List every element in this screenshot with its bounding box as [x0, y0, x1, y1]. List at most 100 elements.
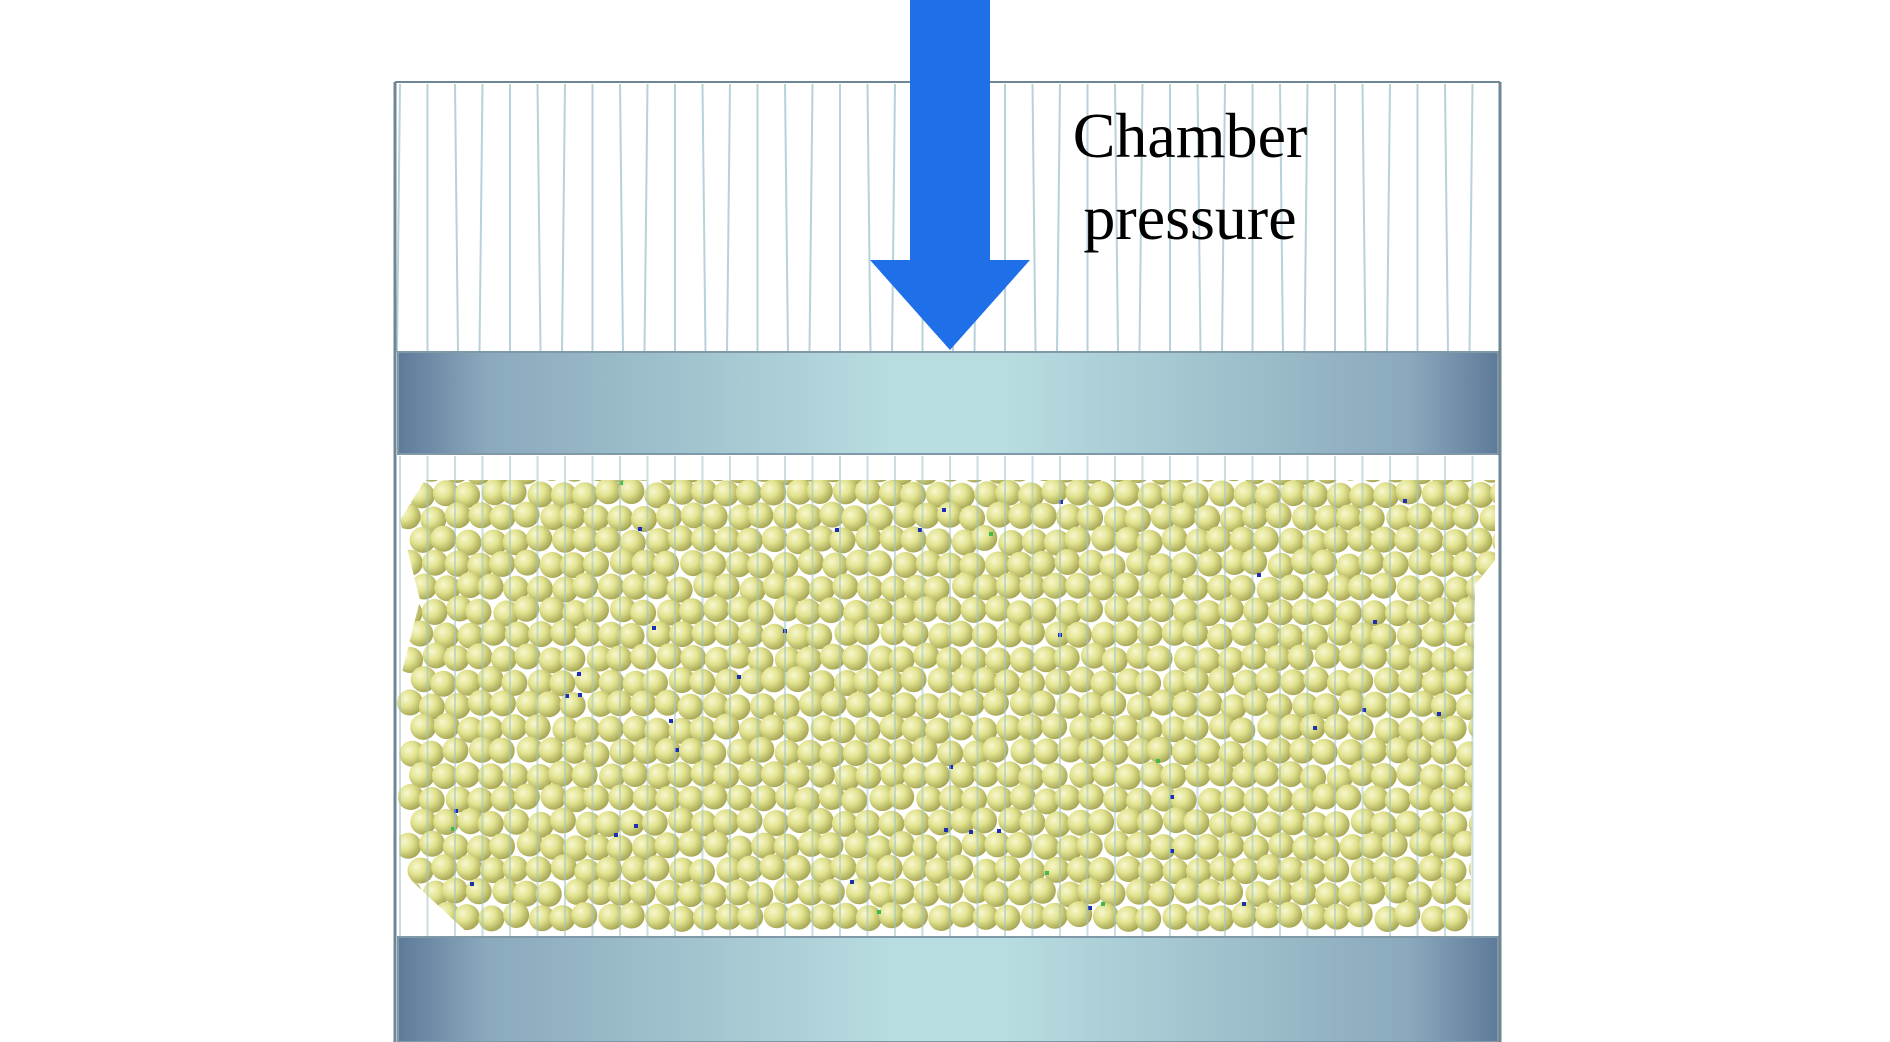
particle: [549, 905, 576, 932]
particle: [1291, 599, 1318, 625]
particle: [1029, 550, 1056, 577]
particle: [1405, 881, 1432, 908]
particle: [632, 784, 659, 811]
particle: [692, 904, 719, 931]
particle: [550, 619, 577, 646]
particle: [1374, 717, 1401, 744]
particle: [409, 526, 436, 553]
particle: [747, 647, 774, 674]
particle: [1358, 505, 1385, 531]
particle: [702, 692, 729, 719]
particle: [418, 740, 444, 767]
particle: [1170, 787, 1197, 814]
particle: [1057, 736, 1084, 763]
particle: [540, 833, 567, 860]
particle: [901, 715, 928, 742]
particle: [818, 597, 845, 624]
particle: [489, 551, 515, 577]
wall-line: [891, 83, 896, 353]
label-line-1: Chamber: [1072, 100, 1308, 171]
particle: [1018, 764, 1045, 791]
particle: [678, 785, 704, 812]
particle: [1208, 667, 1235, 694]
particle: [1182, 482, 1209, 509]
particle: [1009, 690, 1036, 717]
particle: [595, 480, 622, 505]
particle: [630, 599, 657, 626]
particle: [868, 645, 895, 672]
particle: [1338, 881, 1365, 908]
contact-dot: [850, 880, 854, 884]
particle: [878, 902, 905, 929]
particle: [715, 903, 742, 930]
particle: [587, 690, 614, 717]
particle: [925, 481, 952, 508]
particle: [1126, 831, 1153, 858]
particle: [891, 597, 918, 624]
particle: [500, 480, 527, 505]
particle: [1265, 502, 1292, 529]
particle: [1374, 906, 1401, 932]
particle: [1112, 715, 1139, 742]
particle: [1452, 785, 1479, 812]
particle: [1515, 904, 1541, 930]
particle: [445, 786, 472, 813]
particle: [913, 502, 940, 529]
particle: [1243, 597, 1269, 624]
particle: [1278, 713, 1305, 740]
particle: [608, 784, 635, 811]
particle: [457, 808, 484, 835]
particle: [832, 902, 859, 929]
particle: [630, 690, 657, 717]
particle: [879, 713, 906, 740]
particle: [455, 529, 482, 556]
particle: [1393, 856, 1420, 883]
particle: [1194, 737, 1221, 764]
particle: [748, 736, 775, 763]
particle: [1279, 809, 1306, 836]
particle: [1503, 880, 1529, 906]
particle: [1257, 713, 1284, 740]
contact-dot: [1313, 726, 1317, 730]
particle: [774, 646, 801, 673]
particle: [1406, 738, 1433, 765]
particle: [1455, 879, 1482, 905]
particle: [562, 600, 589, 627]
particle: [961, 786, 987, 813]
particle: [928, 622, 955, 649]
particle: [1079, 480, 1106, 484]
wall-line: [1303, 83, 1309, 353]
particle: [489, 504, 516, 531]
particle: [491, 480, 518, 483]
particle: [1335, 784, 1362, 811]
particle: [761, 623, 788, 650]
particle: [795, 598, 821, 625]
particle: [888, 738, 915, 765]
particle: [691, 810, 717, 837]
particle: [1104, 830, 1131, 857]
particle: [1396, 575, 1423, 602]
particle: [986, 786, 1013, 812]
particle: [1171, 739, 1198, 766]
particle: [631, 506, 657, 532]
particle: [1396, 622, 1423, 649]
particle: [419, 830, 446, 857]
particle: [1076, 832, 1103, 859]
particle: [1373, 482, 1400, 509]
particle: [1127, 738, 1154, 764]
particle: [528, 621, 554, 648]
particle: [713, 480, 740, 507]
particle: [1208, 905, 1234, 932]
particle: [468, 502, 495, 529]
particle: [465, 878, 492, 905]
particle: [418, 787, 445, 813]
particle: [916, 785, 943, 812]
particle: [1255, 902, 1282, 929]
particle: [1115, 856, 1142, 882]
particle: [960, 646, 987, 673]
particle: [668, 905, 695, 932]
contact-dot: [1170, 795, 1174, 799]
particle: [575, 811, 602, 838]
particle: [738, 760, 765, 787]
particle: [1386, 644, 1413, 671]
